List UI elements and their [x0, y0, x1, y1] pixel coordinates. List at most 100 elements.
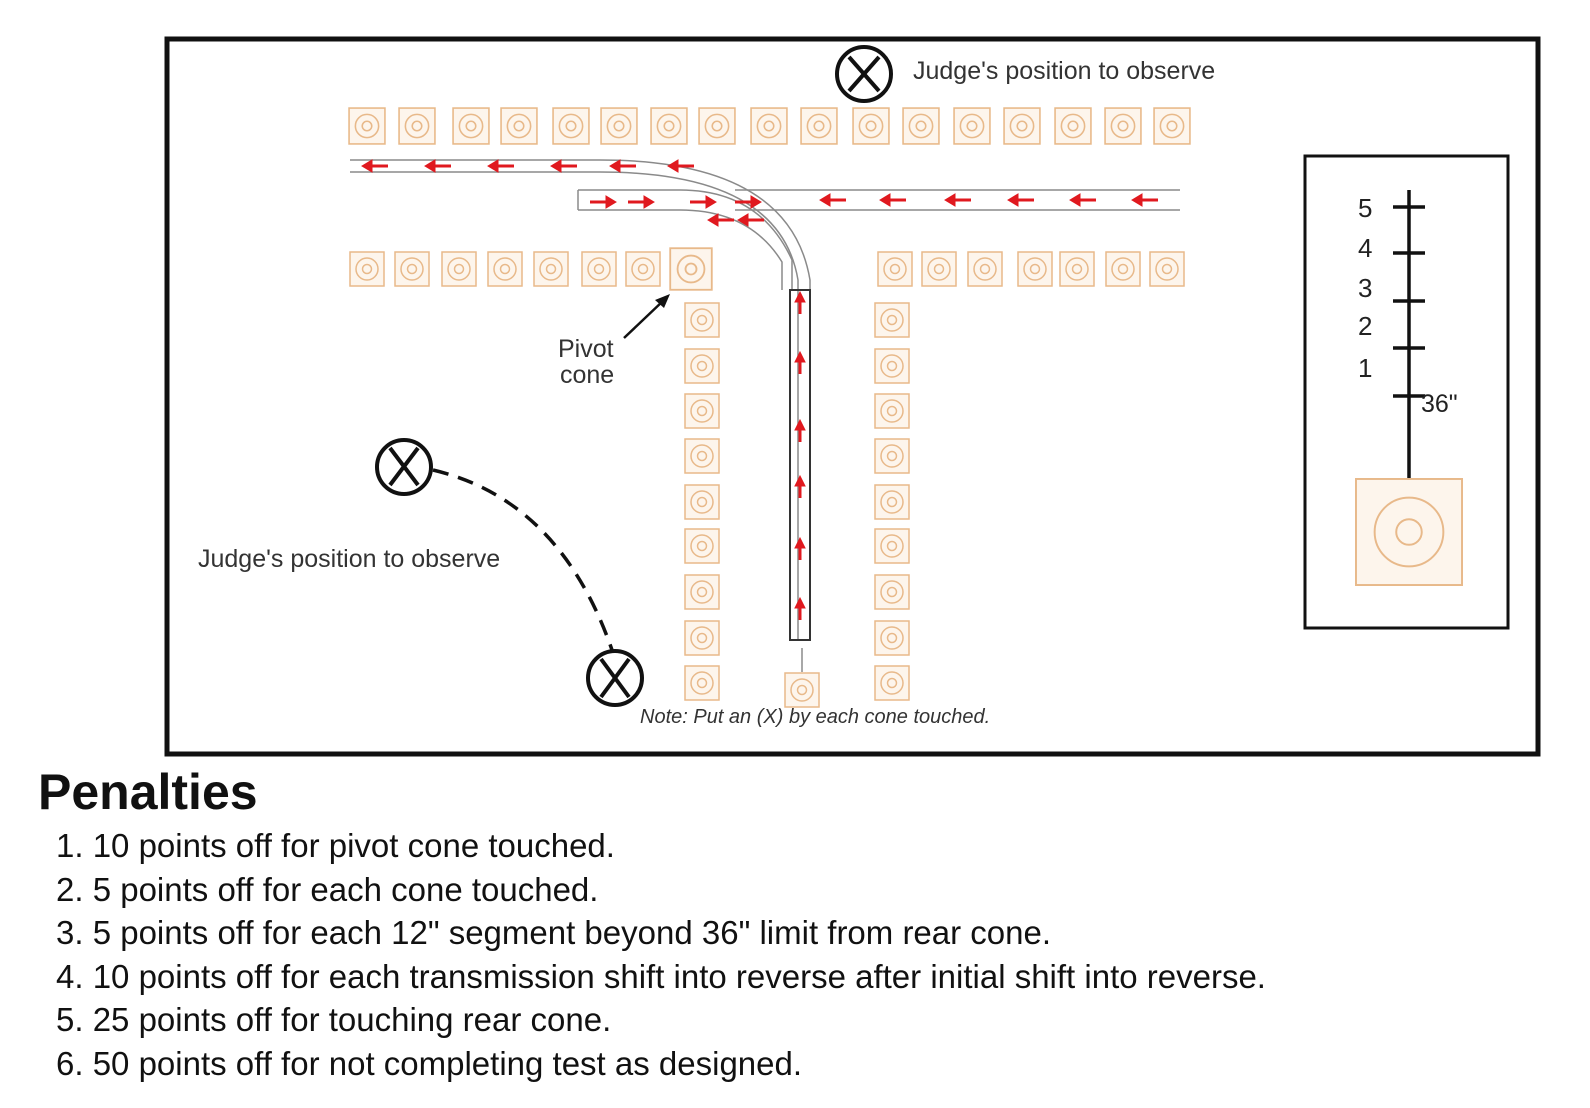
direction-arrow	[794, 536, 806, 560]
cone	[684, 574, 720, 610]
cone	[750, 107, 788, 145]
cone	[452, 107, 490, 145]
direction-arrow	[609, 159, 636, 173]
direction-arrow	[794, 418, 806, 442]
middle-left-cone-row	[349, 251, 661, 287]
scale-inset-frame	[1303, 154, 1510, 630]
direction-arrow	[1069, 193, 1096, 207]
cone	[500, 107, 538, 145]
judge-label-left: Judge's position to observe	[198, 545, 500, 573]
course-diagram: Judge's position to observe Judge's posi…	[164, 36, 1541, 757]
cone	[874, 438, 910, 474]
cone	[533, 251, 569, 287]
cone	[1104, 107, 1142, 145]
direction-arrow	[1131, 193, 1158, 207]
direction-arrow	[794, 350, 806, 374]
penalty-item: 2. 5 points off for each cone touched.	[56, 870, 599, 908]
rear-cone	[784, 672, 820, 708]
direction-arrow	[424, 159, 451, 173]
cone	[349, 251, 385, 287]
direction-arrow	[794, 596, 806, 620]
scale-distance-label: 36"	[1421, 390, 1458, 418]
cone	[600, 107, 638, 145]
judge-label-top: Judge's position to observe	[913, 57, 1215, 85]
scale-tick-4: 4	[1358, 233, 1372, 263]
cone	[874, 620, 910, 656]
cone	[1017, 251, 1053, 287]
direction-arrow	[737, 213, 764, 227]
left-cone-column	[684, 302, 720, 701]
cone	[684, 484, 720, 520]
cone	[398, 107, 436, 145]
penalty-item: 5. 25 points off for touching rear cone.	[56, 1001, 612, 1038]
direction-arrow	[819, 193, 846, 207]
cone	[1003, 107, 1041, 145]
cone-note: Note: Put an (X) by each cone touched.	[640, 706, 990, 728]
direction-arrow	[794, 290, 806, 314]
penalty-item: 4. 10 points off for each transmission s…	[56, 957, 1266, 995]
cone	[552, 107, 590, 145]
cone	[1054, 107, 1092, 145]
cone	[394, 251, 430, 287]
penalties-section: Penalties 1. 10 points off for pivot con…	[38, 762, 1538, 1085]
cone	[1153, 107, 1191, 145]
direction-arrow	[1007, 193, 1034, 207]
cone	[877, 251, 913, 287]
cone	[1059, 251, 1095, 287]
cone	[874, 348, 910, 384]
cone	[852, 107, 890, 145]
direction-arrow	[690, 195, 717, 209]
scale-tick-1: 1	[1358, 353, 1372, 383]
cone	[874, 393, 910, 429]
cone	[684, 438, 720, 474]
judge-walk-path	[432, 468, 614, 651]
cone	[684, 393, 720, 429]
direction-arrow	[550, 159, 577, 173]
cone	[581, 251, 617, 287]
direction-arrows	[361, 159, 1158, 620]
direction-arrow	[735, 195, 762, 209]
direction-arrow	[794, 474, 806, 498]
cone	[684, 302, 720, 338]
cone	[800, 107, 838, 145]
scale-tick-3: 3	[1358, 273, 1372, 303]
direction-arrow	[361, 159, 388, 173]
cone	[348, 107, 386, 145]
right-cone-column	[874, 302, 910, 701]
cone	[967, 251, 1003, 287]
cone	[1105, 251, 1141, 287]
cone	[902, 107, 940, 145]
cone	[441, 251, 477, 287]
cone	[874, 665, 910, 701]
direction-arrow	[628, 195, 655, 209]
cone	[684, 348, 720, 384]
direction-arrow	[667, 159, 694, 173]
penalty-item: 3. 5 points off for each 12" segment bey…	[56, 914, 1052, 951]
cone	[1149, 251, 1185, 287]
scale-tick-5: 5	[1358, 193, 1372, 223]
cone	[650, 107, 688, 145]
pivot-pointer	[623, 299, 665, 339]
scale-tick-2: 2	[1358, 311, 1372, 341]
direction-arrow	[487, 159, 514, 173]
pivot-cone	[669, 247, 713, 291]
judge-marker-top	[835, 45, 893, 103]
cone	[684, 528, 720, 564]
cone	[625, 251, 661, 287]
pivot-label-line1: Pivot	[558, 335, 614, 363]
penalties-list: 1. 10 points off for pivot cone touched.…	[38, 824, 1538, 1085]
scale-rear-cone	[1354, 478, 1464, 586]
course-frame	[164, 36, 1541, 757]
cone	[874, 302, 910, 338]
penalty-item: 1. 10 points off for pivot cone touched.	[56, 827, 615, 864]
cone	[874, 528, 910, 564]
scale-ticks	[1393, 205, 1425, 398]
top-lane	[350, 159, 1180, 641]
judge-marker-left-end	[586, 649, 644, 707]
direction-arrow	[707, 213, 734, 227]
penalties-heading: Penalties	[38, 764, 258, 820]
cone	[698, 107, 736, 145]
middle-right-cone-row	[877, 251, 1185, 287]
cone	[487, 251, 523, 287]
pivot-label-line2: cone	[560, 361, 614, 389]
